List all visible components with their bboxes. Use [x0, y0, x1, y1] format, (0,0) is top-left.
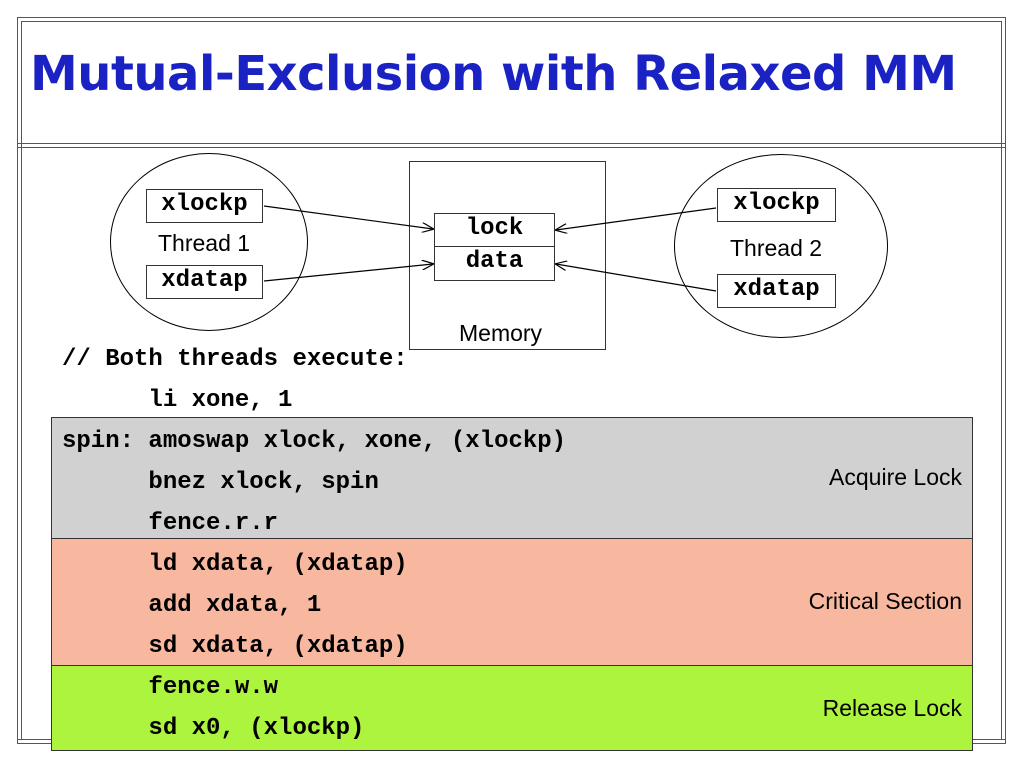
- release-lock-label: Release Lock: [822, 695, 962, 721]
- code-line-fence-ww: fence.w.w: [62, 674, 279, 701]
- code-line-ld: ld xdata, (xdatap): [62, 551, 408, 578]
- memory-label: Memory: [459, 320, 543, 346]
- thread2-label: Thread 2: [730, 235, 823, 261]
- acquire-lock-block: Acquire Lock: [51, 417, 973, 539]
- title-divider: [17, 143, 1006, 144]
- arrow-t1-xdatap-to-data: [263, 264, 433, 282]
- code-line-bnez: bnez xlock, spin: [62, 469, 379, 496]
- arrow-t2-xlockp-to-lock: [556, 207, 717, 230]
- thread2-xdatap-register: xdatap: [717, 274, 836, 308]
- arrow-t1-xlockp-to-lock: [263, 205, 433, 229]
- code-comment: // Both threads execute:: [62, 346, 408, 373]
- thread1-xlockp-register: xlockp: [146, 189, 263, 223]
- code-line-add: add xdata, 1: [62, 592, 322, 619]
- slide-title: Mutual-Exclusion with Relaxed MM: [30, 46, 957, 102]
- code-line-sd-x0: sd x0, (xlockp): [62, 715, 365, 742]
- thread1-circle: [110, 153, 308, 331]
- thread2-xlockp-register: xlockp: [717, 188, 836, 222]
- code-line-fence-rr: fence.r.r: [62, 510, 279, 537]
- code-line-li: li xone, 1: [62, 387, 293, 414]
- critical-section-label: Critical Section: [808, 588, 962, 614]
- code-line-sd-data: sd xdata, (xdatap): [62, 633, 408, 660]
- code-line-amoswap: spin: amoswap xlock, xone, (xlockp): [62, 428, 567, 455]
- arrow-t2-xdatap-to-data: [556, 264, 717, 292]
- memory-data-cell: data: [434, 246, 555, 281]
- memory-lock-cell: lock: [434, 213, 555, 247]
- release-lock-block: Release Lock: [51, 665, 973, 751]
- acquire-lock-label: Acquire Lock: [829, 464, 962, 490]
- title-divider: [17, 147, 1006, 148]
- critical-section-block: Critical Section: [51, 538, 973, 666]
- thread1-xdatap-register: xdatap: [146, 265, 263, 299]
- thread1-label: Thread 1: [158, 230, 251, 256]
